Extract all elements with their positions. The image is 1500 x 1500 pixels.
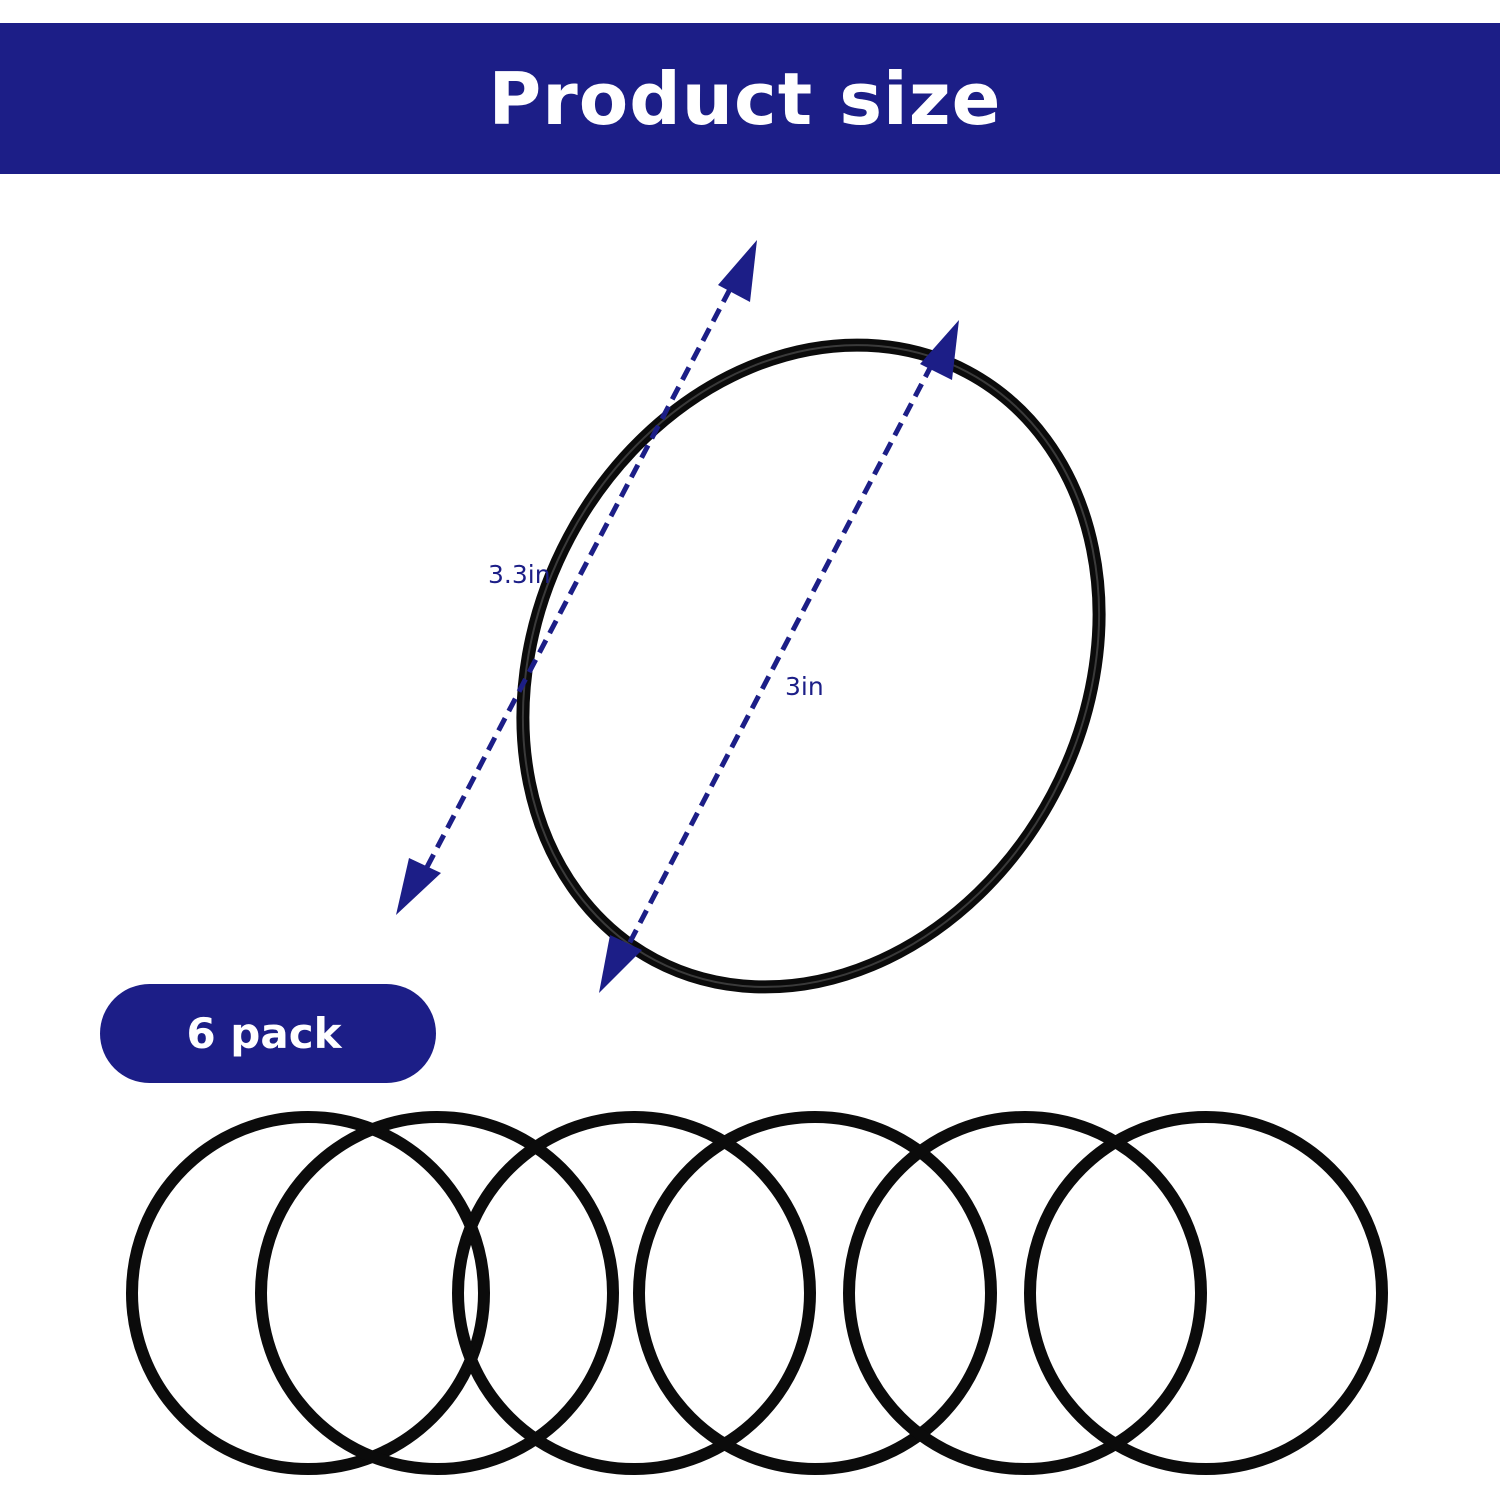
pack-ring <box>1024 1111 1388 1475</box>
six-pack-rings <box>126 1111 1388 1475</box>
outer-diameter-label: 3.3in <box>488 560 551 589</box>
pack-ring <box>126 1111 490 1475</box>
pack-badge: 6 pack <box>100 984 436 1083</box>
pack-ring <box>255 1111 619 1475</box>
inner-arrow-head-top <box>920 320 959 380</box>
outer-diameter-arrow <box>396 240 757 915</box>
inner-diameter-label: 3in <box>785 672 824 701</box>
pack-ring <box>633 1111 997 1475</box>
large-o-ring-highlight <box>521 344 1101 988</box>
inner-diameter-arrow <box>599 320 959 993</box>
page-title: Product size <box>488 56 1002 141</box>
pack-ring <box>843 1111 1207 1475</box>
pack-label: 6 pack <box>186 1009 342 1058</box>
pack-ring <box>452 1111 816 1475</box>
inner-arrow-head-bottom <box>599 935 642 993</box>
outer-arrow-head-bottom <box>396 858 441 915</box>
header-banner: Product size <box>0 23 1500 174</box>
outer-arrow-head-top <box>718 240 757 302</box>
